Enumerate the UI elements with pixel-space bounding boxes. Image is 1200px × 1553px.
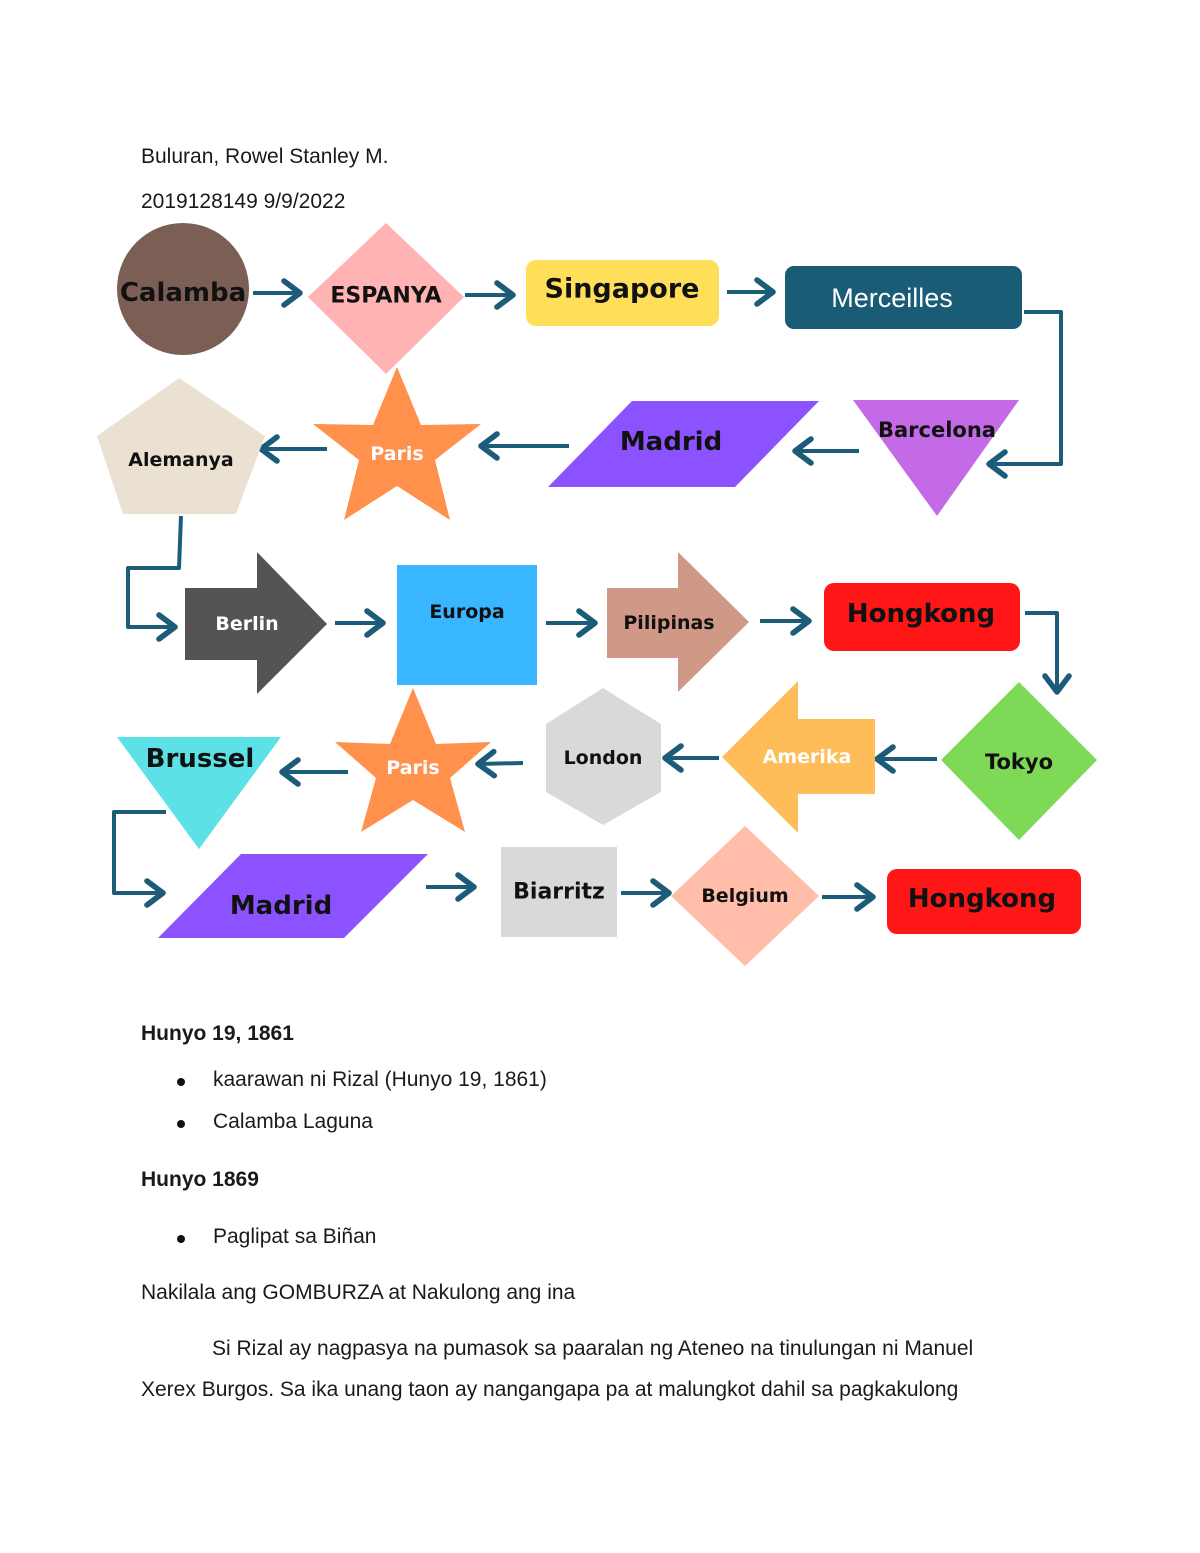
node-label: Madrid [620, 427, 722, 457]
node-belgium: Belgium [671, 826, 819, 966]
node-calamba: Calamba [117, 223, 249, 355]
node-label: Europa [429, 601, 504, 623]
node-label: Hongkong [908, 884, 1056, 914]
author-name: Buluran, Rowel Stanley M. [141, 145, 389, 168]
node-label: London [564, 747, 643, 769]
node-paris-1: Paris [313, 367, 481, 520]
connector-arrow [475, 748, 524, 779]
connector-arrow [986, 310, 1063, 479]
node-espanya: ESPANYA [308, 223, 464, 374]
node-berlin: Berlin [185, 552, 327, 694]
node-madrid-2: Madrid [158, 854, 428, 938]
bullet-list-2: Paglipat sa Biñan [141, 1225, 376, 1249]
connector-arrows [112, 277, 1072, 912]
node-label: Merceilles [831, 283, 953, 313]
section-heading-2: Hunyo 1869 [141, 1168, 259, 1191]
node-amerika: Amerika [722, 681, 875, 833]
node-brussel: Brussel [117, 737, 281, 849]
node-label: Singapore [545, 274, 700, 305]
node-label: Tokyo [985, 750, 1053, 774]
node-label: Paris [386, 757, 439, 779]
node-hongkong-1: Hongkong [824, 583, 1020, 651]
node-london: London [546, 688, 661, 825]
list-item: kaarawan ni Rizal (Hunyo 19, 1861) [141, 1068, 547, 1092]
paragraph-line-2: Xerex Burgos. Sa ika unang taon ay nanga… [141, 1378, 959, 1401]
travel-flowchart: Calamba ESPANYA Singapore Merceilles Bar… [97, 223, 1097, 966]
node-merceilles: Merceilles [785, 266, 1022, 329]
node-label: Madrid [230, 891, 332, 921]
node-paris-2: Paris [335, 688, 491, 832]
node-label: Biarritz [513, 880, 605, 905]
node-singapore: Singapore [526, 260, 719, 326]
node-label: Brussel [146, 744, 255, 774]
node-europa: Europa [397, 565, 537, 685]
paragraph-line-1: Si Rizal ay nagpasya na pumasok sa paara… [212, 1337, 974, 1360]
node-label: Berlin [215, 613, 278, 635]
student-id-date: 2019128149 9/9/2022 [141, 190, 346, 213]
connector-arrow [126, 515, 183, 642]
node-madrid-1: Madrid [548, 401, 819, 487]
node-biarritz: Biarritz [501, 847, 617, 937]
bullet-list-1: kaarawan ni Rizal (Hunyo 19, 1861) Calam… [141, 1068, 547, 1134]
node-label: Hongkong [847, 599, 995, 629]
node-label: Barcelona [878, 418, 996, 442]
body-line: Nakilala ang GOMBURZA at Nakulong ang in… [141, 1281, 576, 1304]
node-barcelona: Barcelona [853, 400, 1019, 516]
node-hongkong-2: Hongkong [887, 869, 1081, 934]
node-label: Belgium [701, 885, 788, 907]
node-label: Pilipinas [623, 612, 714, 634]
node-alemanya: Alemanya [97, 378, 265, 514]
node-label: Alemanya [128, 449, 233, 471]
node-pilipinas: Pilipinas [607, 552, 749, 692]
node-label: ESPANYA [330, 284, 441, 309]
node-tokyo: Tokyo [941, 682, 1097, 840]
node-label: Paris [370, 443, 423, 465]
node-label: Calamba [120, 278, 246, 308]
list-item: Paglipat sa Biñan [141, 1225, 376, 1249]
section-heading-1: Hunyo 19, 1861 [141, 1022, 294, 1045]
list-item: Calamba Laguna [141, 1110, 547, 1134]
connector-arrow [1025, 611, 1072, 695]
connector-arrow [112, 810, 166, 908]
node-label: Amerika [763, 746, 852, 768]
